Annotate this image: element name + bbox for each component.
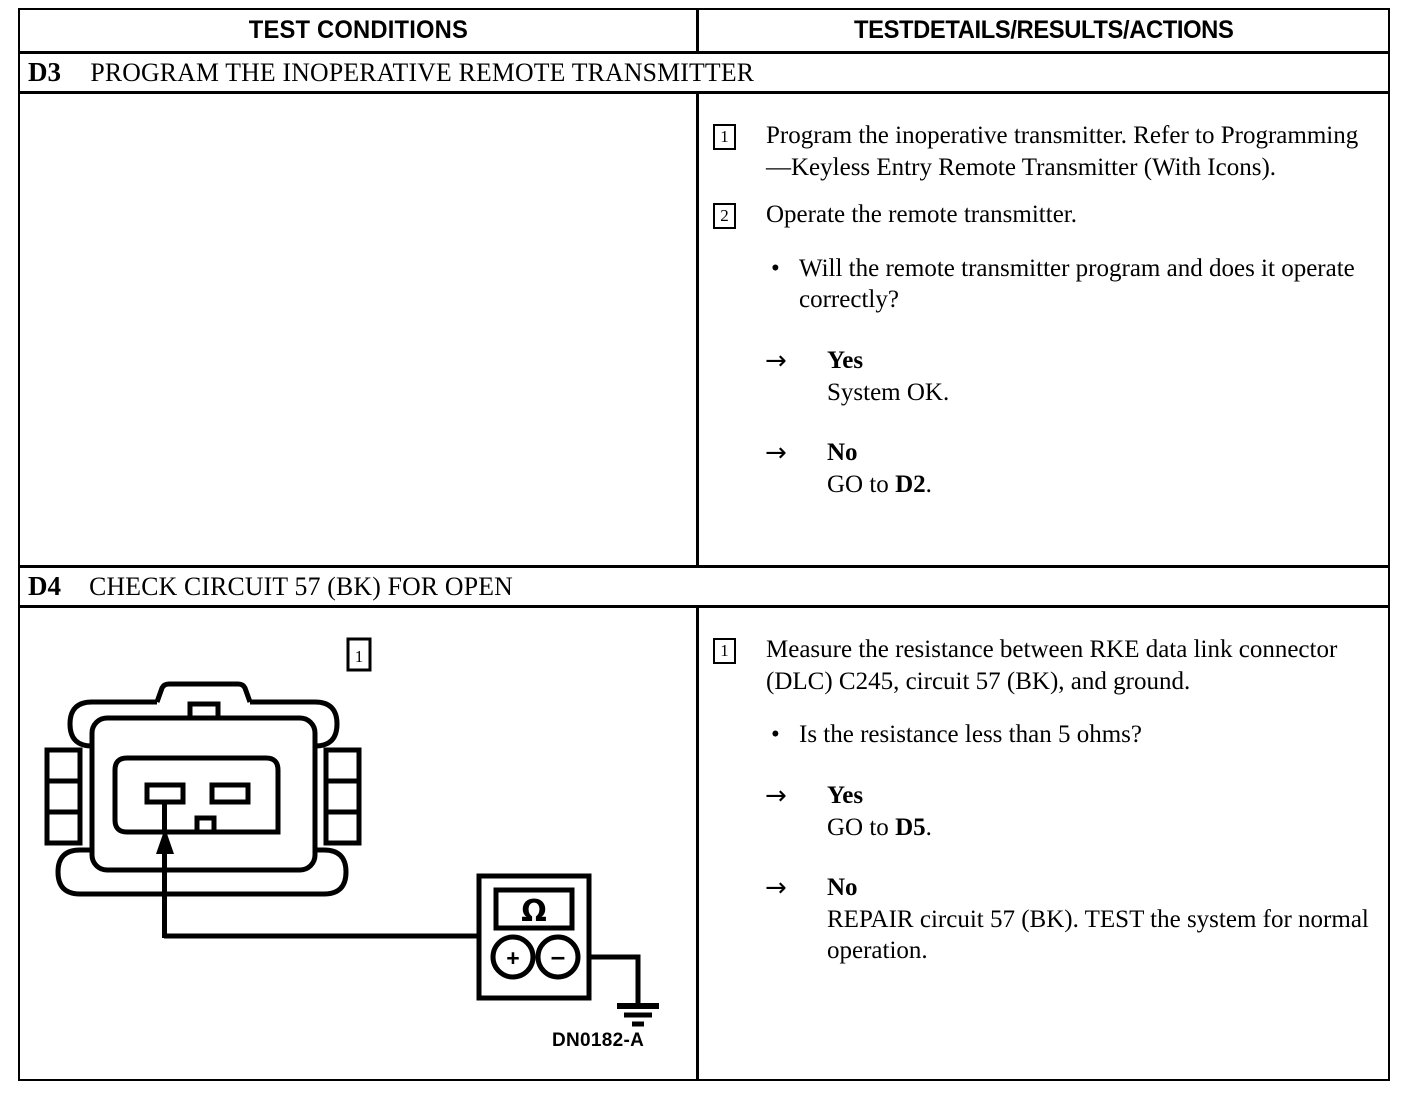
meter-negative-label: – — [551, 941, 565, 971]
ohmmeter: Ω + – — [476, 873, 592, 1001]
step-item: 1 Measure the resistance between RKE dat… — [713, 634, 1370, 697]
terminal-cavities — [144, 782, 251, 805]
table-header-row: TEST CONDITIONS TESTDETAILS/RESULTS/ACTI… — [20, 10, 1388, 54]
meter-positive-label: + — [506, 945, 519, 971]
probe-arrow-icon — [156, 802, 174, 938]
step-number-box: 2 — [713, 203, 736, 229]
column-header-test-details-label: TESTDETAILS/RESULTS/ACTIONS — [853, 16, 1234, 44]
diagnostic-table: TEST CONDITIONS TESTDETAILS/RESULTS/ACTI… — [18, 8, 1390, 1081]
answer-detail-target: D5 — [895, 813, 926, 841]
meter-positive-jack — [490, 934, 536, 980]
answer-detail-suffix: . — [925, 813, 932, 841]
connector-test-figure: 1 — [20, 608, 696, 1079]
section-body-d4: 1 — [20, 608, 1388, 1079]
step-text: Program the inoperative transmitter. Ref… — [766, 122, 1359, 181]
step-text: Operate the remote transmitter. — [766, 201, 1077, 228]
section-id-d3: D3 — [28, 57, 61, 87]
answer-detail-prefix: REPAIR circuit 57 (BK). TEST the system … — [827, 906, 1369, 964]
answer-detail-target: D2 — [895, 471, 926, 498]
answer-detail-prefix: GO to — [827, 813, 896, 841]
dlc-connector-ohmmeter-diagram: 1 — [44, 637, 659, 1027]
section-banner-d4: D4 CHECK CIRCUIT 57 (BK) FOR OPEN — [20, 568, 1388, 608]
question-bullet-line: • Is the resistance less than 5 ohms? — [771, 719, 1370, 751]
arrow-right-icon: → — [765, 780, 787, 811]
answer-label: Yes — [827, 781, 864, 809]
answer-detail: REPAIR circuit 57 (BK). TEST the system … — [827, 905, 1370, 966]
meter-negative-jack — [535, 934, 581, 980]
d3-test-details-cell: 1 Program the inoperative transmitter. R… — [699, 94, 1388, 565]
bullet-icon: • — [771, 721, 780, 748]
figure-callout-1: 1 — [346, 637, 372, 672]
section-body-d3: 1 Program the inoperative transmitter. R… — [20, 94, 1388, 568]
step-number-box: 1 — [713, 638, 736, 664]
header-cell-test-details: TESTDETAILS/RESULTS/ACTIONS — [699, 10, 1388, 51]
answer-branch-no: → No GO to D2. — [765, 438, 1370, 501]
question-bullet-line: • Will the remote transmitter program an… — [771, 253, 1370, 316]
d3-test-conditions-cell — [20, 94, 699, 565]
answer-branch-yes: → Yes System OK. — [765, 346, 1370, 409]
section-title-d4: CHECK CIRCUIT 57 (BK) FOR OPEN — [89, 571, 513, 601]
bullet-icon: • — [771, 254, 780, 282]
ohm-symbol: Ω — [521, 894, 547, 929]
arrow-right-icon: → — [765, 873, 787, 903]
answer-detail: GO to D2. — [827, 470, 932, 501]
answer-branch-no: → No REPAIR circuit 57 (BK). TEST the sy… — [765, 873, 1370, 966]
answer-detail: System OK. — [827, 378, 949, 409]
answer-branch-yes: → Yes GO to D5. — [765, 781, 1370, 844]
d4-test-conditions-cell: 1 — [20, 608, 699, 1079]
answer-detail-prefix: GO to — [827, 471, 896, 498]
svg-text:1: 1 — [355, 647, 364, 666]
arrow-right-icon: → — [765, 438, 787, 468]
header-cell-test-conditions: TEST CONDITIONS — [20, 10, 699, 51]
section-title-d3: PROGRAM THE INOPERATIVE REMOTE TRANSMITT… — [90, 57, 755, 87]
answer-label: Yes — [827, 346, 864, 374]
answer-detail-prefix: System OK. — [827, 378, 950, 406]
section-banner-d3: D3 PROGRAM THE INOPERATIVE REMOTE TRANSM… — [20, 54, 1388, 94]
figure-reference-code: DN0182-A — [552, 1030, 645, 1051]
ohmmeter-display — [493, 887, 575, 931]
answer-detail: GO to D5. — [827, 813, 932, 844]
ground-lead-wire — [587, 954, 641, 1006]
answer-label: No — [827, 439, 858, 466]
step-item: 1 Program the inoperative transmitter. R… — [713, 120, 1370, 183]
answer-detail-suffix: . — [925, 471, 932, 498]
ground-symbol-icon — [617, 1003, 659, 1027]
section-id-d4: D4 — [28, 571, 61, 601]
column-header-test-conditions-label: TEST CONDITIONS — [248, 16, 468, 44]
d4-test-details-cell: 1 Measure the resistance between RKE dat… — [699, 608, 1388, 1079]
step-item: 2 Operate the remote transmitter. — [713, 199, 1370, 231]
connector-body — [44, 681, 362, 897]
answer-label: No — [827, 874, 858, 901]
arrow-right-icon: → — [765, 345, 787, 376]
question-text: Is the resistance less than 5 ohms? — [799, 721, 1142, 748]
step-text: Measure the resistance between RKE data … — [766, 636, 1338, 695]
question-text: Will the remote transmitter program and … — [799, 254, 1355, 314]
step-number-box: 1 — [713, 124, 736, 150]
